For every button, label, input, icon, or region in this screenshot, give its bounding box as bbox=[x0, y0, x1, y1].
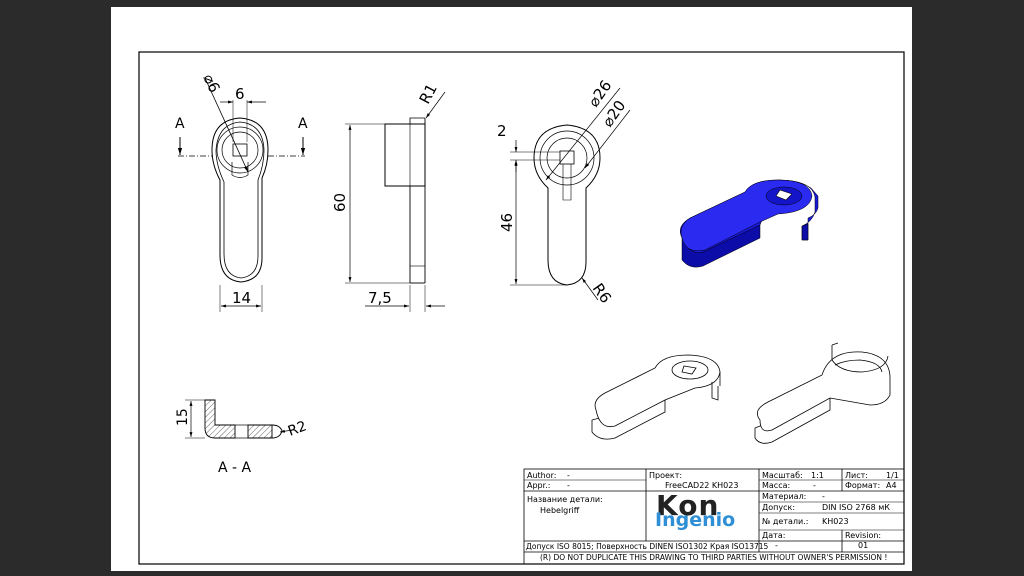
dim-front-width-top: 6 bbox=[235, 85, 245, 103]
section-label: A - A bbox=[218, 460, 252, 476]
tolerance-label: Допуск: bbox=[762, 503, 796, 512]
format-value: A4 bbox=[886, 481, 897, 490]
scale-label: Масштаб: bbox=[762, 471, 803, 480]
part-no-label: № детали.: bbox=[762, 517, 809, 526]
general-tolerance: Допуск ISO 8015; Поверхность DINEN ISO13… bbox=[526, 542, 769, 551]
side-view bbox=[345, 91, 446, 312]
date-label: Дата: bbox=[762, 531, 786, 540]
sheet-value: 1/1 bbox=[886, 471, 899, 480]
material-value: - bbox=[822, 492, 825, 501]
drawing-sheet bbox=[111, 7, 912, 571]
material-label: Материал: bbox=[762, 492, 807, 501]
dim-side-thickness: 7,5 bbox=[368, 289, 392, 307]
revision-label: Revision: bbox=[845, 531, 882, 540]
date-value: - bbox=[775, 541, 778, 550]
project-value: FreeCAD22 KH023 bbox=[665, 481, 739, 490]
dim-rear-offset: 2 bbox=[497, 122, 507, 140]
part-no-value: KH023 bbox=[822, 517, 849, 526]
part-name-label: Название детали: bbox=[527, 495, 603, 504]
appr-value: - bbox=[567, 481, 570, 490]
logo-line1: Kon bbox=[656, 489, 720, 522]
mass-label: Масса: bbox=[762, 481, 791, 490]
appr-label: Appr.: bbox=[527, 481, 551, 490]
iso-view-left bbox=[591, 354, 721, 440]
tolerance-value: DIN ISO 2768 мК bbox=[822, 503, 890, 512]
iso-view-blue bbox=[680, 179, 819, 268]
front-view bbox=[177, 77, 306, 312]
border-frame bbox=[138, 51, 905, 565]
iso-view-right bbox=[754, 342, 891, 444]
dim-side-height: 60 bbox=[331, 193, 349, 212]
scale-value: 1:1 bbox=[811, 471, 824, 480]
company-logo: Kon Ingenio bbox=[654, 489, 754, 535]
author-label: Author: bbox=[527, 471, 557, 480]
author-value: - bbox=[567, 471, 570, 480]
dim-front-dia: ⌀6 bbox=[199, 71, 223, 95]
format-label: Формат: bbox=[845, 481, 881, 490]
part-name-value: Hebelgriff bbox=[540, 506, 580, 515]
dim-section-height: 15 bbox=[175, 408, 191, 426]
copyright-notice: (R) DO NOT DUPLICATE THIS DRAWING TO THI… bbox=[540, 553, 888, 562]
section-view bbox=[185, 399, 293, 439]
section-mark-right: A bbox=[298, 116, 308, 132]
title-block-grid bbox=[523, 468, 905, 565]
sheet-label: Лист: bbox=[845, 471, 868, 480]
dim-rear-length: 46 bbox=[498, 213, 516, 232]
logo-line2: Ingenio bbox=[655, 509, 736, 531]
section-mark-left: A bbox=[175, 116, 185, 132]
rear-view bbox=[510, 87, 631, 301]
mass-value: - bbox=[813, 481, 816, 490]
dim-section-radius: R2 bbox=[286, 418, 309, 439]
project-label: Проект: bbox=[649, 471, 683, 480]
dim-front-width: 14 bbox=[232, 289, 251, 307]
dim-rear-radius: R6 bbox=[589, 280, 615, 307]
technical-drawing: A A ⌀6 6 14 60 7,5 R1 bbox=[138, 51, 905, 565]
revision-value: 01 bbox=[858, 541, 869, 550]
